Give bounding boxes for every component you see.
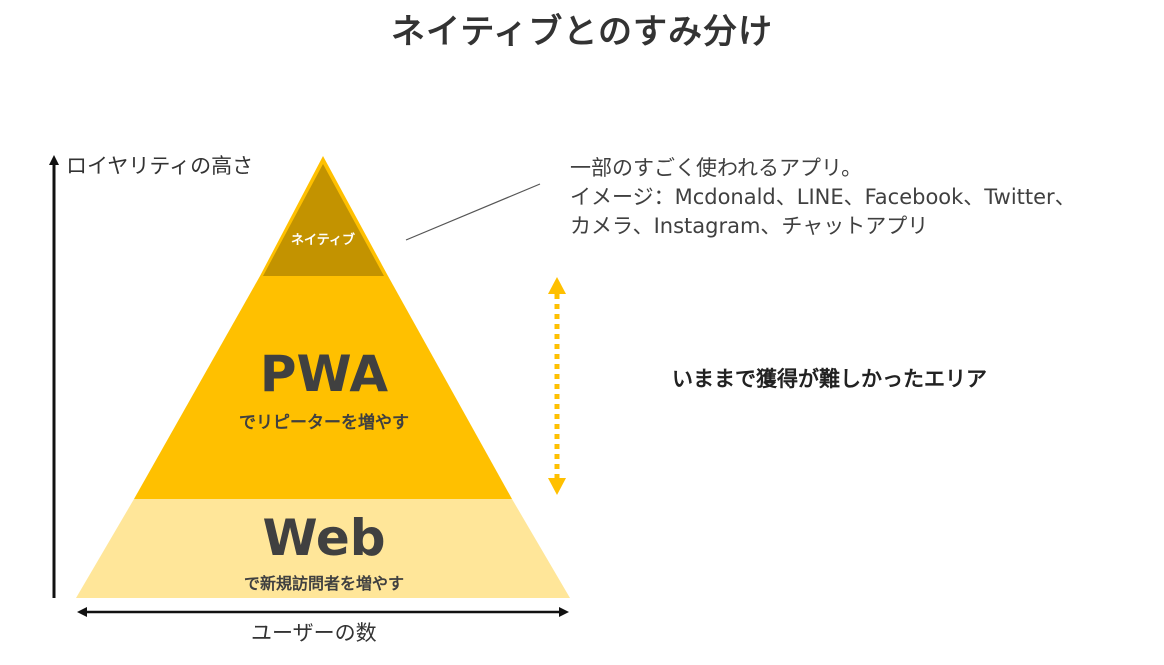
pwa-label: PWA: [259, 345, 389, 403]
hard-area-arrow-head-top: [548, 277, 566, 294]
y-axis-label: ロイヤリティの高さ: [66, 154, 254, 178]
pwa-tier: [134, 276, 512, 499]
native-note: 一部のすごく使われるアプリ。 イメージ：Mcdonald、LINE、Facebo…: [570, 154, 1076, 241]
native-note-line: カメラ、Instagram、チャットアプリ: [570, 214, 929, 238]
native-note-line: イメージ：Mcdonald、LINE、Facebook、Twitter、: [570, 185, 1076, 209]
hard-area-arrow-head-bottom: [548, 478, 566, 495]
web-sub-label: で新規訪問者を増やす: [243, 574, 404, 593]
web-label: Web: [262, 509, 386, 567]
native-label: ネイティブ: [291, 233, 355, 248]
x-axis-label: ユーザーの数: [251, 621, 377, 645]
native-tier: [263, 164, 384, 276]
native-note-line: 一部のすごく使われるアプリ。: [570, 156, 863, 180]
web-tier: [76, 499, 570, 598]
note-leader-line: [405, 183, 541, 241]
page-title: ネイティブとのすみ分け: [391, 12, 773, 52]
pwa-sub-label: でリピーターを増やす: [239, 413, 409, 433]
hard-area-label: いままで獲得が難しかったエリア: [672, 367, 987, 391]
